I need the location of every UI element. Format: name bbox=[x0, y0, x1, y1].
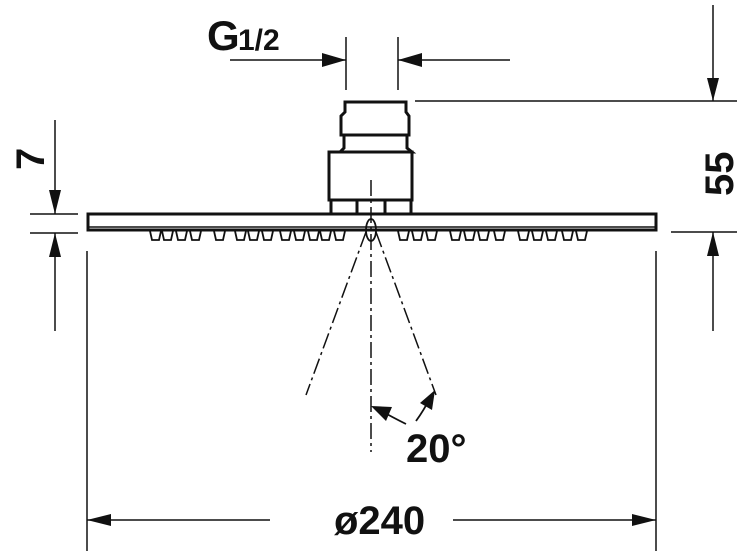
angle-dimension: 20° bbox=[371, 390, 467, 471]
arrow-left-icon bbox=[398, 53, 422, 67]
thread-dimension: G 1/2 bbox=[207, 12, 510, 90]
height-label: 55 bbox=[698, 152, 742, 197]
spray-cone bbox=[305, 180, 437, 452]
thickness-dimension: 7 bbox=[9, 120, 78, 331]
thickness-label: 7 bbox=[9, 148, 53, 170]
arrow-right-icon bbox=[322, 53, 346, 67]
arrow-icon bbox=[420, 390, 435, 410]
spray-angle-label: 20° bbox=[406, 427, 467, 471]
diameter-dimension: ø240 bbox=[86, 251, 657, 551]
thread-prefix-label: G bbox=[207, 12, 240, 59]
diameter-label: ø240 bbox=[334, 499, 425, 543]
thread-size-label: 1/2 bbox=[238, 24, 280, 57]
arrow-icon bbox=[371, 406, 392, 421]
height-dimension: 55 bbox=[415, 5, 742, 331]
shower-plate bbox=[86, 212, 658, 232]
nozzle-row bbox=[149, 218, 588, 242]
connector-body bbox=[327, 100, 417, 216]
